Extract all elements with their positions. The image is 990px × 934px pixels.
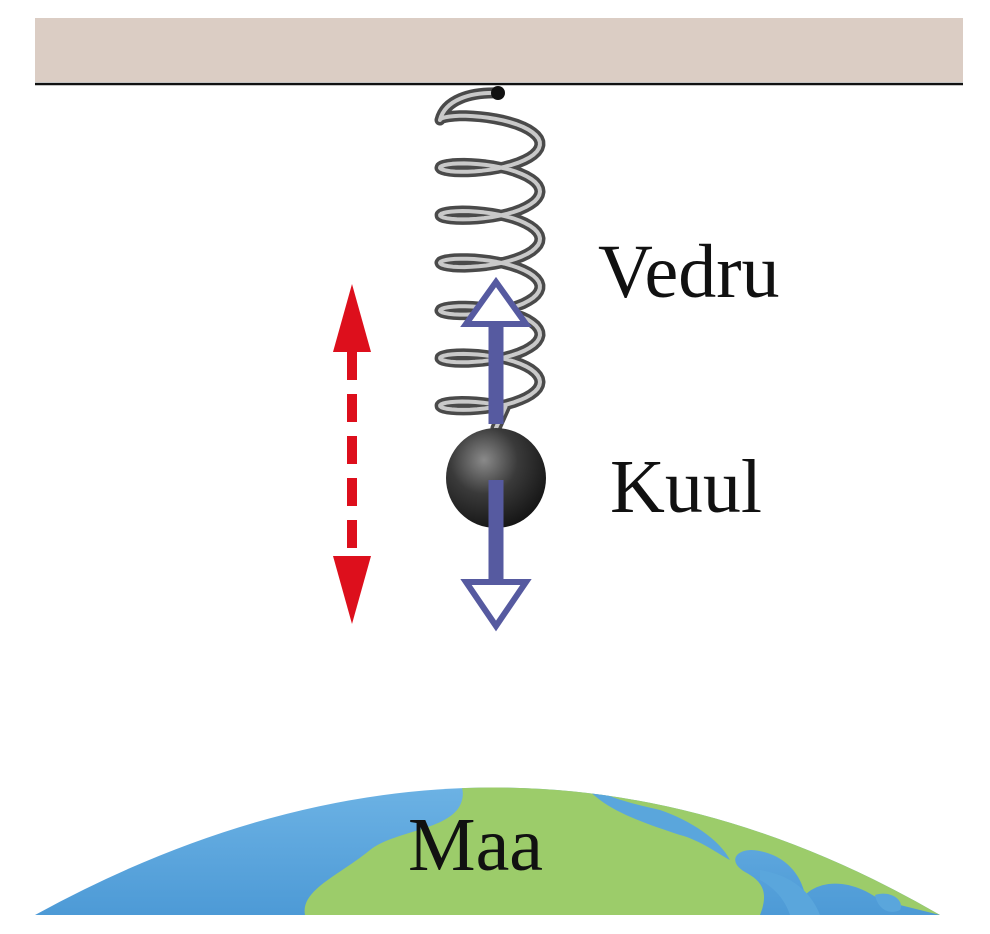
double-dashed-arrow-icon bbox=[333, 284, 371, 624]
label-ball: Kuul bbox=[610, 445, 762, 529]
arrow-down-icon bbox=[460, 480, 532, 632]
arrow-up-icon bbox=[460, 276, 532, 424]
spring-coil-highlight bbox=[438, 90, 542, 430]
earth-water-inlet bbox=[760, 870, 820, 915]
coil-spring-icon bbox=[434, 86, 546, 434]
sphere-icon bbox=[446, 428, 546, 528]
label-spring: Vedru bbox=[598, 230, 780, 314]
earth-water-lake bbox=[875, 893, 901, 912]
spring-anchor bbox=[491, 86, 505, 100]
earth-water-channel bbox=[575, 787, 730, 860]
ceiling bbox=[35, 18, 963, 86]
ceiling-block bbox=[35, 18, 963, 82]
label-earth: Maa bbox=[408, 803, 543, 887]
